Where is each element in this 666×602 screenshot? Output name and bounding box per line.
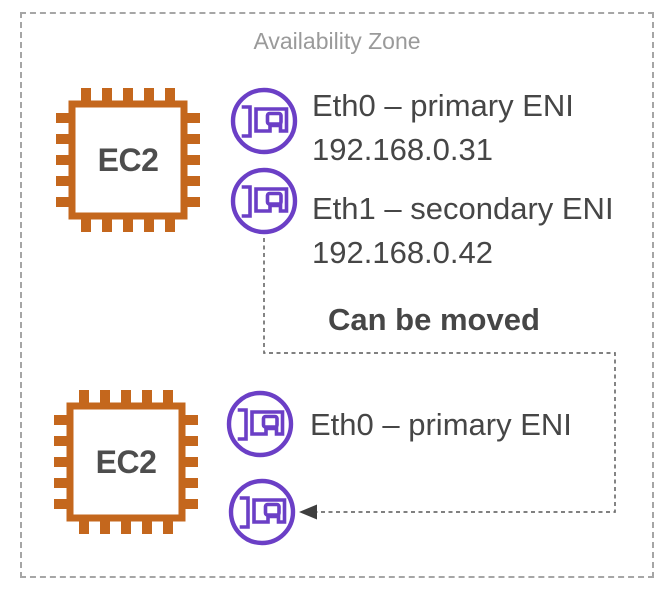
ec2-chip-pins <box>56 88 200 232</box>
eni-icon-bottom-eth0 <box>226 390 294 458</box>
eni-icon-bottom-moved <box>228 478 296 546</box>
eni-icon-top-eth0 <box>230 87 298 155</box>
eni-name: Eth0 – primary ENI <box>312 88 574 123</box>
eni-label-top-eth1: Eth1 – secondary ENI 192.168.0.42 <box>312 187 614 275</box>
ec2-label-bottom: EC2 <box>96 444 157 480</box>
availability-zone-label: Availability Zone <box>253 28 421 54</box>
nic-bracket <box>237 408 248 441</box>
eni-icon-top-eth1 <box>230 167 298 235</box>
nic-bracket <box>241 105 252 138</box>
ec2-instance-icon-bottom: EC2 <box>54 390 198 534</box>
nic-port <box>265 191 283 206</box>
eni-ip: 192.168.0.31 <box>312 132 494 167</box>
eni-ip: 192.168.0.42 <box>312 235 494 270</box>
nic-port <box>265 111 283 126</box>
availability-zone-boundary <box>20 12 654 578</box>
ec2-instance-icon-top: EC2 <box>56 88 200 232</box>
nic-bracket <box>241 185 252 218</box>
nic-port <box>263 502 281 517</box>
ec2-chip-pins <box>54 390 198 534</box>
ec2-chip-body <box>66 402 186 522</box>
eni-name: Eth1 – secondary ENI <box>312 191 614 226</box>
nic-port <box>261 414 279 429</box>
ec2-chip-body <box>68 100 188 220</box>
nic-bracket <box>239 496 250 529</box>
eni-label-bottom-eth0: Eth0 – primary ENI <box>310 407 572 442</box>
can-be-moved-annotation: Can be moved <box>328 302 540 337</box>
eni-label-top-eth0: Eth0 – primary ENI 192.168.0.31 <box>312 84 574 172</box>
ec2-label-top: EC2 <box>98 142 159 178</box>
